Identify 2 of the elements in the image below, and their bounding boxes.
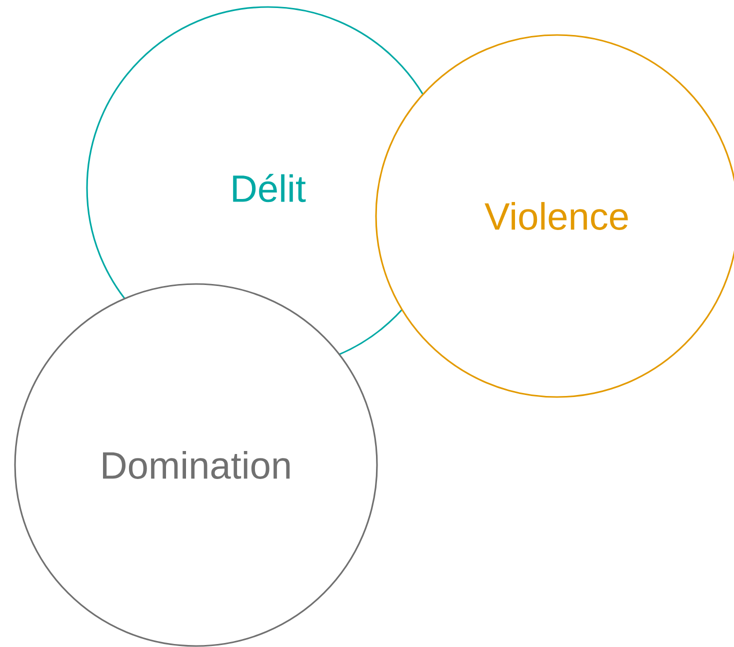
node-label: Violence — [484, 202, 628, 230]
node-label: Domination — [103, 451, 290, 479]
